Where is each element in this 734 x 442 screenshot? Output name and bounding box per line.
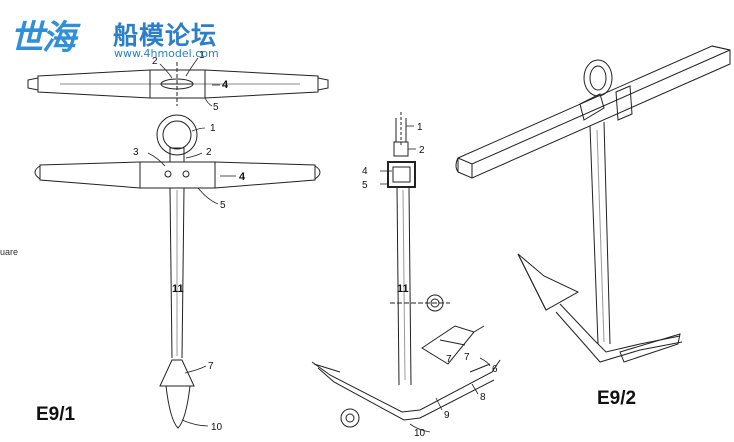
callout-number: 10 [414, 428, 426, 439]
callout-number: 5 [213, 102, 219, 113]
watermark-brand-text: 世海 [10, 18, 76, 58]
callout-number: 11 [397, 283, 409, 295]
callout-number: 2 [152, 56, 158, 67]
callout-number: 4 [222, 79, 229, 91]
watermark-url: www.4hmodel.com [114, 47, 219, 60]
watermark-site-name: 船模论坛 [113, 21, 218, 50]
figure-label-e9-1: E9/1 [36, 404, 76, 425]
callout-number: 10 [211, 422, 223, 433]
e9-1-side-view-leaders [147, 127, 236, 427]
detail-anchor-side-view [311, 112, 501, 428]
cropped-edge-text: uare [0, 247, 19, 257]
callout-number: 5 [362, 180, 368, 191]
e9-1-top-view-callouts: 2 1 4 5 [152, 50, 229, 113]
figure-label-e9-2: E9/2 [597, 388, 637, 409]
callout-number: 2 [206, 147, 212, 158]
callout-number: 3 [133, 147, 139, 158]
callout-number: 7 [446, 354, 452, 365]
callout-number: 8 [480, 392, 486, 403]
callout-number: 5 [220, 200, 226, 211]
callout-number: 2 [419, 145, 425, 156]
callout-number: 4 [362, 166, 368, 177]
callout-number: 7 [208, 361, 214, 372]
detail-callouts: 1 2 4 5 11 7 7 6 8 9 10 [362, 122, 498, 439]
e9-1-top-view-leaders [159, 57, 220, 107]
e9-1-stock-top-view [27, 62, 329, 106]
e9-1-side-view [34, 114, 321, 429]
callout-number: 7 [464, 352, 470, 363]
callout-number: 9 [444, 410, 450, 421]
watermark-logo: 世海 船模论坛 www.4hmodel.com [10, 10, 245, 60]
detail-leaders [380, 125, 491, 433]
e9-2-anchor-perspective [455, 45, 731, 363]
callout-number: 1 [417, 122, 423, 133]
callout-number: 1 [210, 123, 216, 134]
callout-number: 6 [492, 364, 498, 375]
e9-1-side-view-callouts: 1 3 2 4 5 11 7 10 [133, 123, 246, 433]
callout-number: 1 [199, 50, 205, 61]
callout-number: 11 [172, 283, 184, 295]
callout-number: 4 [239, 171, 246, 183]
